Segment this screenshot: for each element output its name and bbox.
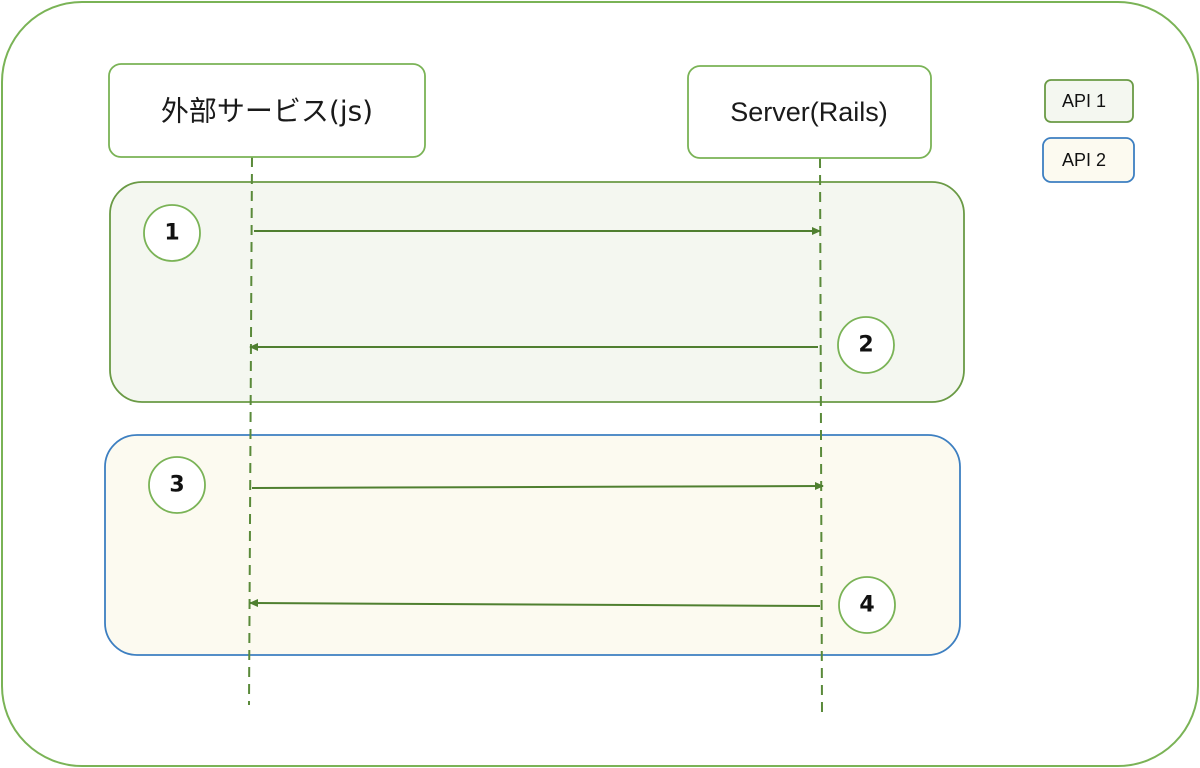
lifeline-external-service [248, 156, 253, 706]
actor-external-service: 外部サービス(js) [108, 63, 426, 158]
actor-box-external-service [108, 63, 426, 158]
step-badge-1: 1 [143, 204, 201, 262]
actor-server: Server(Rails) [687, 65, 932, 159]
step-badge-2: 2 [837, 316, 895, 374]
actor-label-external-service: 外部サービス(js) [161, 95, 373, 128]
legend-api2: API 2 [1042, 137, 1135, 183]
legend-label-api1: API 1 [1062, 91, 1106, 111]
step-label-4: 4 [859, 593, 874, 618]
legend-swatch-api1 [1044, 79, 1134, 123]
legend-swatch-api2 [1042, 137, 1135, 183]
step-badge-4: 4 [838, 576, 896, 634]
step-label-2: 2 [858, 333, 873, 358]
legend-label-api2: API 2 [1062, 150, 1106, 170]
step-label-3: 3 [169, 473, 184, 498]
lifeline-server [819, 157, 823, 714]
step-label-1: 1 [164, 221, 179, 246]
actor-label-server: Server(Rails) [730, 97, 888, 127]
step-badge-3: 3 [148, 456, 206, 514]
message-arrow-3 [251, 482, 824, 491]
legend-api1: API 1 [1044, 79, 1134, 123]
message-arrow-4 [249, 599, 821, 608]
api1-group-box [109, 181, 965, 403]
actor-box-server [687, 65, 932, 159]
api2-group-box [104, 434, 961, 656]
